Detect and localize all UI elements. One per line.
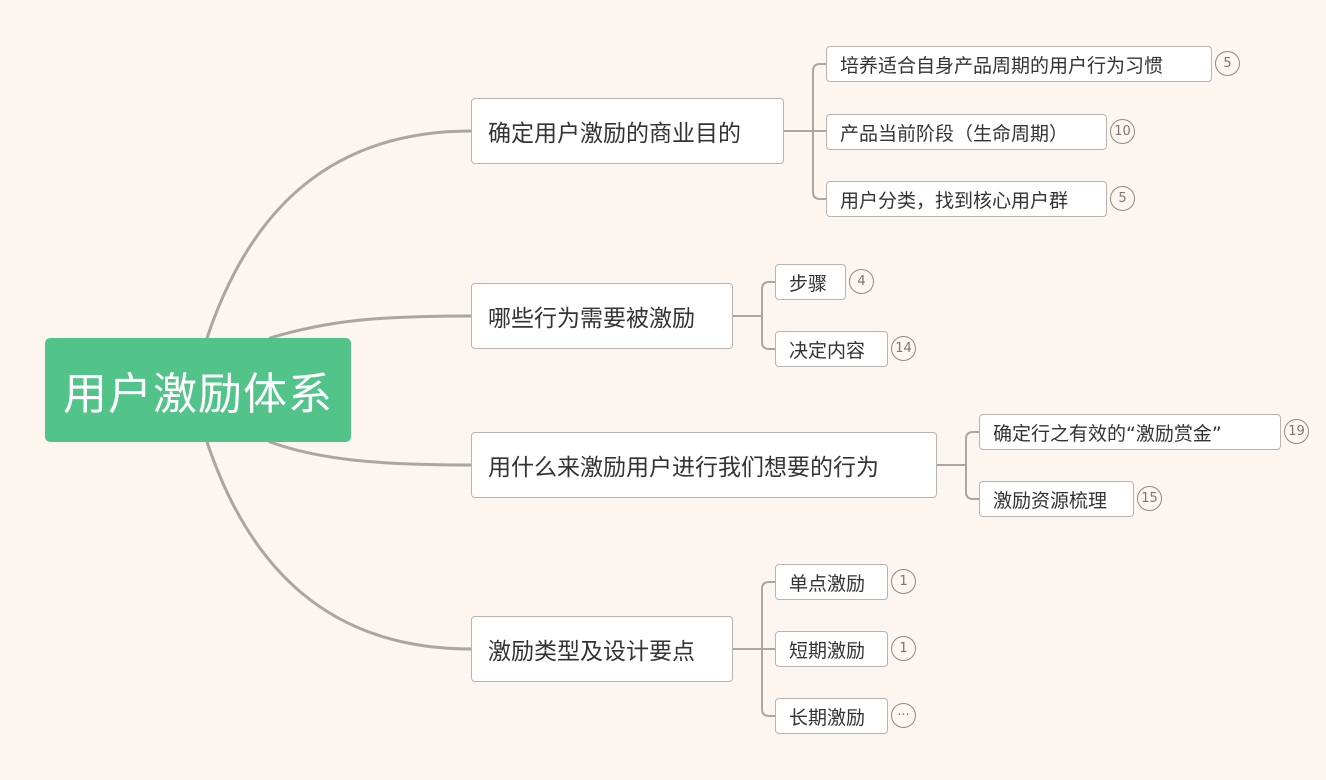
collapse-count-badge[interactable]: 15: [1137, 486, 1162, 511]
collapse-count-badge[interactable]: 5: [1110, 186, 1135, 211]
subtopic-label: 产品当前阶段（生命周期）: [840, 122, 1069, 145]
topic-label: 哪些行为需要被激励: [488, 306, 695, 332]
subtopic-user-segments[interactable]: 用户分类，找到核心用户群: [826, 181, 1107, 217]
subtopic-bounty[interactable]: 确定行之有效的“激励赏金”: [979, 414, 1281, 450]
collapse-count-badge[interactable]: 1: [891, 636, 916, 661]
topic-business-goal[interactable]: 确定用户激励的商业目的: [471, 98, 784, 164]
subtopic-habit[interactable]: 培养适合自身产品周期的用户行为习惯: [826, 46, 1212, 82]
topic-label: 激励类型及设计要点: [488, 639, 695, 665]
collapse-count-badge[interactable]: 1: [891, 569, 916, 594]
subtopic-label: 长期激励: [789, 706, 866, 729]
root-connector: [268, 314, 473, 340]
subtopic-long-term[interactable]: 长期激励: [775, 698, 888, 734]
subtopic-label: 确定行之有效的“激励赏金”: [993, 422, 1222, 445]
subtopic-resources[interactable]: 激励资源梳理: [979, 481, 1134, 517]
subtopic-label: 激励资源梳理: [993, 489, 1108, 512]
branch-connector: [812, 63, 827, 132]
root-topic-label: 用户激励体系: [63, 369, 333, 420]
subtopic-steps[interactable]: 步骤: [775, 264, 846, 300]
subtopic-label: 步骤: [789, 272, 828, 295]
branch-connector: [761, 315, 776, 350]
branch-connector: [761, 581, 776, 650]
subtopic-label: 用户分类，找到核心用户群: [840, 189, 1069, 212]
root-topic[interactable]: 用户激励体系: [45, 338, 351, 442]
root-connector: [205, 129, 473, 340]
collapse-count-badge[interactable]: 5: [1215, 51, 1240, 76]
subtopic-decide-content[interactable]: 决定内容: [775, 331, 888, 367]
collapse-count-badge[interactable]: 4: [849, 269, 874, 294]
topic-incentive-types[interactable]: 激励类型及设计要点: [471, 616, 733, 682]
branch-connector: [965, 431, 980, 466]
root-connector: [268, 440, 473, 467]
topic-label: 用什么来激励用户进行我们想要的行为: [488, 455, 879, 481]
subtopic-short-term[interactable]: 短期激励: [775, 631, 888, 667]
root-connector: [205, 440, 473, 651]
subtopic-single-point[interactable]: 单点激励: [775, 564, 888, 600]
branch-connector: [812, 130, 827, 200]
topic-incentive-means[interactable]: 用什么来激励用户进行我们想要的行为: [471, 432, 937, 498]
branch-connector: [965, 464, 980, 500]
collapse-count-badge[interactable]: 19: [1284, 419, 1309, 444]
collapse-count-badge[interactable]: 14: [891, 336, 916, 361]
subtopic-label: 短期激励: [789, 639, 866, 662]
subtopic-label: 培养适合自身产品周期的用户行为习惯: [840, 54, 1164, 77]
subtopic-label: 单点激励: [789, 572, 866, 595]
subtopic-lifecycle[interactable]: 产品当前阶段（生命周期）: [826, 114, 1107, 150]
topic-behaviors[interactable]: 哪些行为需要被激励: [471, 283, 733, 349]
collapse-count-badge[interactable]: ···: [891, 703, 916, 728]
topic-label: 确定用户激励的商业目的: [488, 121, 741, 147]
branch-connector: [761, 648, 776, 717]
collapse-count-badge[interactable]: 10: [1110, 119, 1135, 144]
branch-connector: [761, 281, 776, 317]
subtopic-label: 决定内容: [789, 339, 866, 362]
